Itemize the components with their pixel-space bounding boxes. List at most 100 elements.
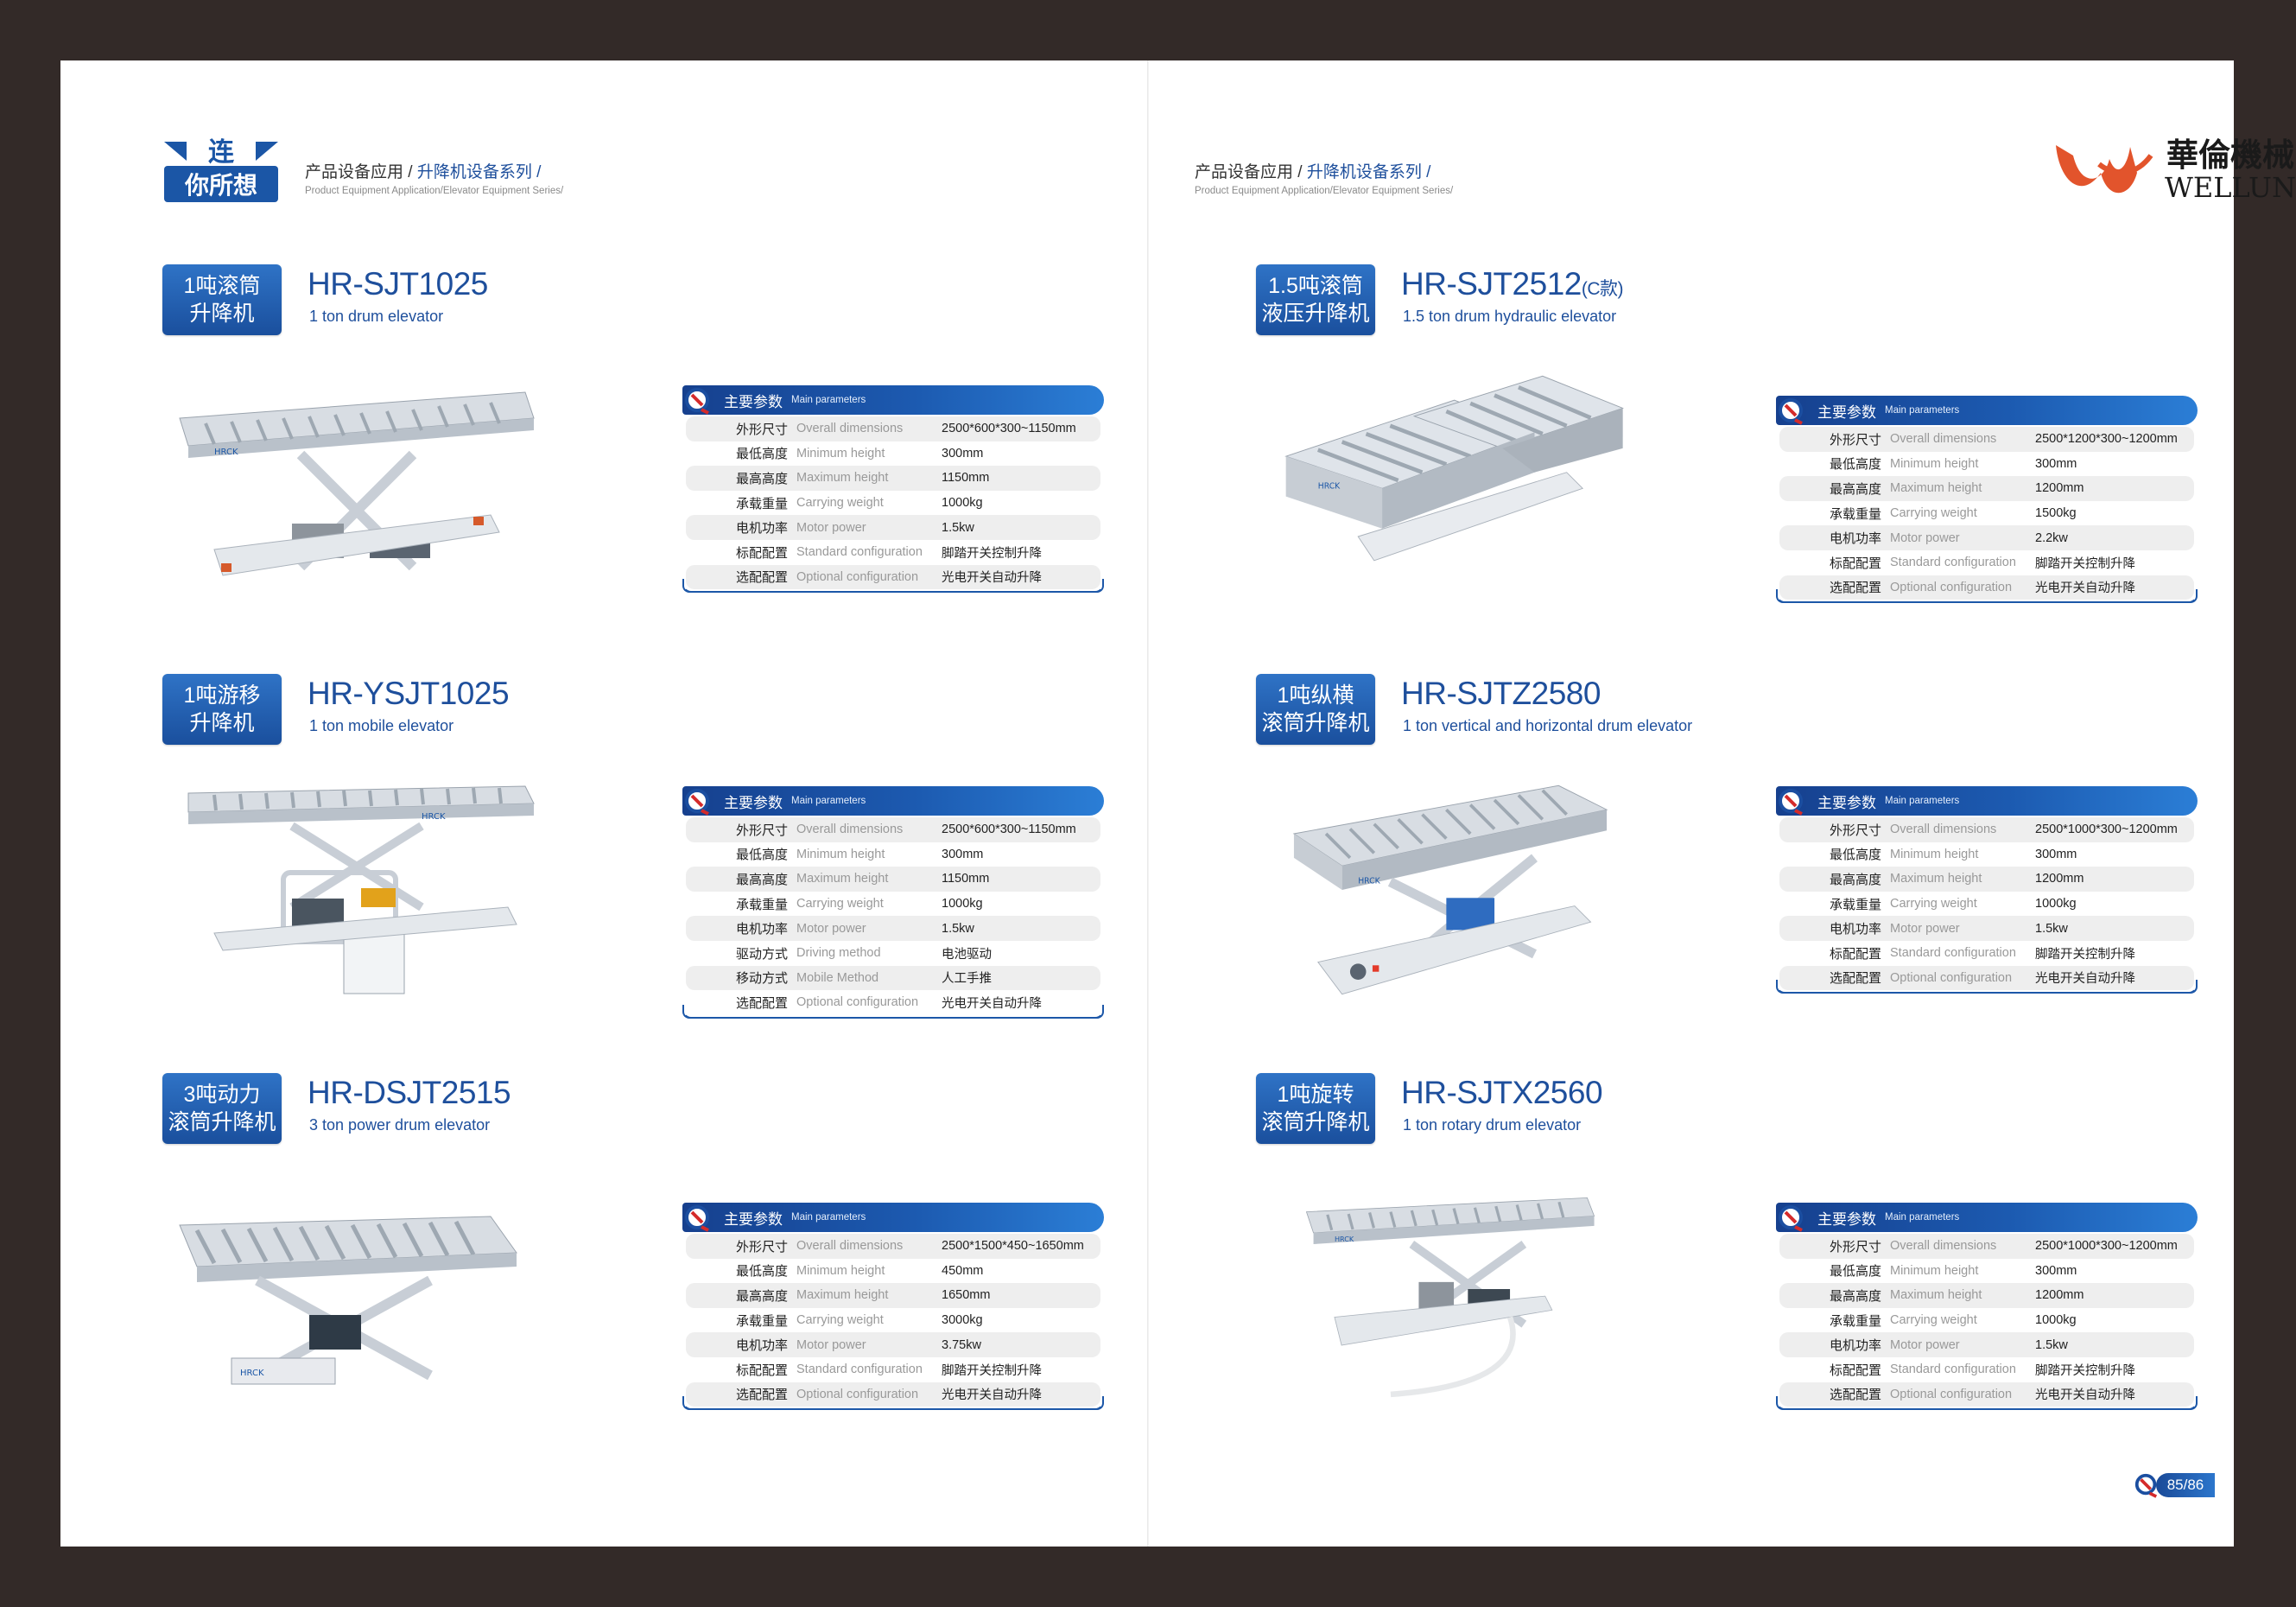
parameter-name-en: Overall dimensions xyxy=(1890,1239,1997,1254)
parameter-name: 选配配置 xyxy=(735,570,788,586)
parameter-name: 标配配置 xyxy=(1829,946,1881,962)
parameter-name-en: Maximum height xyxy=(1890,481,1982,496)
brand-q-icon xyxy=(685,789,709,816)
parameter-name-en: Motor power xyxy=(796,520,866,535)
parameter-name-en: Carrying weight xyxy=(1890,897,1977,911)
page-spine xyxy=(1147,60,1149,1547)
badge-line2: 液压升降机 xyxy=(1261,302,1370,326)
parameter-name: 电机功率 xyxy=(1829,922,1881,937)
parameters-header: 主要参数 Main parameters xyxy=(1776,786,2198,816)
parameter-value: 1000kg xyxy=(942,496,983,511)
parameter-name: 移动方式 xyxy=(735,971,788,987)
parameter-name: 电机功率 xyxy=(735,1338,788,1354)
model-prefix: HR- xyxy=(308,676,364,711)
breadcrumb-english: Product Equipment Application/Elevator E… xyxy=(1195,186,1454,196)
parameter-name: 选配配置 xyxy=(735,995,788,1011)
parameter-value: 2.2kw xyxy=(2035,530,2068,545)
parameter-name: 选配配置 xyxy=(735,1388,788,1403)
parameters-title: 主要参数 xyxy=(724,393,783,410)
product-badge: 1吨游移 升降机 xyxy=(162,674,282,745)
breadcrumb: 产品设备应用 / 升降机设备系列 / Product Equipment App… xyxy=(1195,159,1453,196)
parameter-name: 最低高度 xyxy=(735,848,788,863)
model-number: HR-SJT1025 xyxy=(308,266,488,302)
power-drum-elevator-image: HRCK xyxy=(179,1216,517,1385)
wellun-logo-cn: 華倫機械 xyxy=(2166,137,2294,174)
parameter-name-en: Maximum height xyxy=(796,471,889,486)
parameter-name: 最高高度 xyxy=(1829,1288,1881,1304)
parameter-value: 1000kg xyxy=(2035,897,2077,911)
parameter-name-en: Driving method xyxy=(796,946,881,961)
parameter-value: 450mm xyxy=(942,1263,984,1278)
parameter-value: 脚踏开关控制升降 xyxy=(2035,556,2135,571)
breadcrumb-sep: / xyxy=(531,163,542,181)
parameter-value: 300mm xyxy=(2035,456,2077,471)
parameter-name: 外形尺寸 xyxy=(1829,1239,1881,1254)
logo-line1: 连 xyxy=(208,137,235,168)
model-code: SJTZ2580 xyxy=(1456,676,1601,711)
parameter-value: 光电开关自动升降 xyxy=(942,1388,1042,1403)
parameter-value: 2500*600*300~1150mm xyxy=(942,422,1076,436)
parameter-name: 最低高度 xyxy=(735,447,788,462)
parameter-value: 1.5kw xyxy=(2035,1337,2068,1352)
parameters-title-en: Main parameters xyxy=(1885,1212,1960,1223)
model-code: YSJT1025 xyxy=(363,676,510,711)
left-page: 连 你所想 产品设备应用 / 升降机设备系列 / Product Equipme… xyxy=(60,60,1147,1547)
parameter-value: 1.5kw xyxy=(942,520,974,535)
brand-q-icon xyxy=(1779,398,1803,425)
product-section-sjtx2560: 1吨旋转 滚筒升降机 HR-SJTX2560 1 ton rotary drum… xyxy=(1256,1073,2223,1470)
parameter-value: 300mm xyxy=(942,446,984,461)
parameter-name: 外形尺寸 xyxy=(735,422,788,437)
machine-brand-label: HRCK xyxy=(1318,481,1341,491)
parameter-value: 脚踏开关控制升降 xyxy=(942,546,1042,561)
parameter-value: 电池驱动 xyxy=(942,947,992,962)
product-badge: 3吨动力 滚筒升降机 xyxy=(162,1073,282,1144)
brochure-spread: 连 你所想 产品设备应用 / 升降机设备系列 / Product Equipme… xyxy=(60,60,2296,1547)
rotary-drum-elevator-image: HRCK xyxy=(1305,1197,1595,1398)
parameter-value: 2500*1500*450~1650mm xyxy=(942,1239,1084,1254)
model-prefix: HR- xyxy=(1401,266,1457,302)
parameter-value: 2500*1200*300~1200mm xyxy=(2035,432,2178,447)
parameter-value: 脚踏开关控制升降 xyxy=(942,1363,1042,1378)
parameters-title-en: Main parameters xyxy=(1885,796,1960,806)
page-number: 85/86 xyxy=(2134,1470,2215,1498)
parameter-name-en: Carrying weight xyxy=(1890,1313,1977,1328)
badge-line2: 升降机 xyxy=(189,711,255,735)
parameter-name: 最低高度 xyxy=(1829,457,1881,473)
parameter-name: 最高高度 xyxy=(735,471,788,486)
parameter-name: 电机功率 xyxy=(1829,531,1881,547)
mobile-elevator-image: HRCK xyxy=(187,785,535,994)
badge-line2: 滚筒升降机 xyxy=(1261,1110,1370,1134)
parameter-name: 标配配置 xyxy=(1829,556,1881,571)
parameter-value: 1200mm xyxy=(2035,481,2084,496)
model-code: SJT2512 xyxy=(1456,266,1582,302)
machine-brand-label: HRCK xyxy=(240,1369,264,1378)
vertical-horizontal-drum-elevator-image: HRCK xyxy=(1292,784,1608,995)
